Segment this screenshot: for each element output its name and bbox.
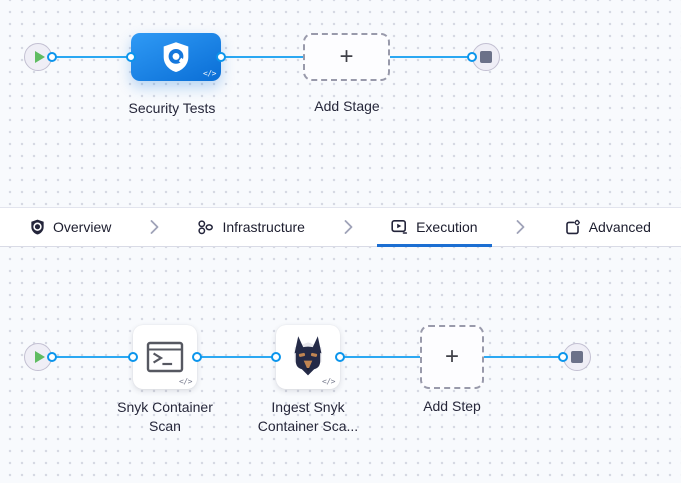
connector-dot: [47, 52, 57, 62]
shield-icon: [30, 219, 45, 235]
snyk-dog-icon: [288, 335, 328, 379]
chevron-right-icon: [344, 208, 353, 246]
code-badge: </>: [322, 377, 335, 386]
execution-graph-canvas: </> </> +: [0, 247, 681, 483]
add-step-label: Add Step: [423, 398, 481, 414]
connector-dot: [467, 52, 477, 62]
connector-dot: [47, 352, 57, 362]
plus-icon: +: [444, 343, 459, 370]
connector-dot: [271, 352, 281, 362]
connector-dot: [126, 52, 136, 62]
stop-icon: [571, 351, 583, 363]
step-label: Ingest Snyk Container Sca...: [257, 399, 359, 434]
tab-execution[interactable]: Execution: [377, 208, 493, 247]
tab-label: Infrastructure: [222, 219, 305, 235]
chevron-right-icon: [150, 208, 159, 246]
terminal-icon: [146, 341, 184, 373]
add-stage-button[interactable]: +: [303, 33, 390, 81]
tab-infrastructure[interactable]: Infrastructure: [183, 208, 318, 246]
pipeline-end-node: [472, 43, 500, 71]
file-gear-icon: [564, 219, 581, 236]
stage-label: Security Tests: [128, 100, 216, 116]
tab-overview[interactable]: Overview: [16, 208, 125, 246]
step-label: Snyk Container Scan: [117, 399, 213, 434]
stop-icon: [480, 51, 492, 63]
step-ingest-snyk-container-scan[interactable]: </>: [276, 325, 340, 389]
code-badge: </>: [203, 69, 216, 78]
add-stage-label: Add Stage: [314, 98, 380, 114]
stage-flow-line: [38, 56, 486, 58]
play-box-icon: [391, 219, 408, 235]
connector-dot: [335, 352, 345, 362]
connector-dot: [558, 352, 568, 362]
chevron-right-icon: [516, 208, 525, 246]
code-badge: </>: [179, 377, 192, 386]
stage-config-tab-bar: Overview Infrastructure: [0, 207, 681, 247]
tab-advanced[interactable]: Advanced: [550, 208, 665, 246]
connector-dot: [216, 52, 226, 62]
tab-label: Advanced: [588, 219, 651, 235]
stage-graph-canvas: </> + Security Tests Add Stage: [0, 0, 681, 207]
play-icon: [34, 351, 45, 363]
tab-label: Overview: [53, 219, 112, 235]
plus-icon: +: [339, 43, 354, 70]
security-shield-icon: [161, 41, 191, 73]
tab-label: Execution: [416, 219, 478, 235]
cluster-icon: [197, 219, 214, 236]
add-step-button[interactable]: +: [420, 325, 484, 389]
connector-dot: [192, 352, 202, 362]
play-icon: [34, 51, 45, 63]
stage-security-tests[interactable]: </>: [131, 33, 221, 81]
connector-dot: [128, 352, 138, 362]
step-snyk-container-scan[interactable]: </>: [133, 325, 197, 389]
